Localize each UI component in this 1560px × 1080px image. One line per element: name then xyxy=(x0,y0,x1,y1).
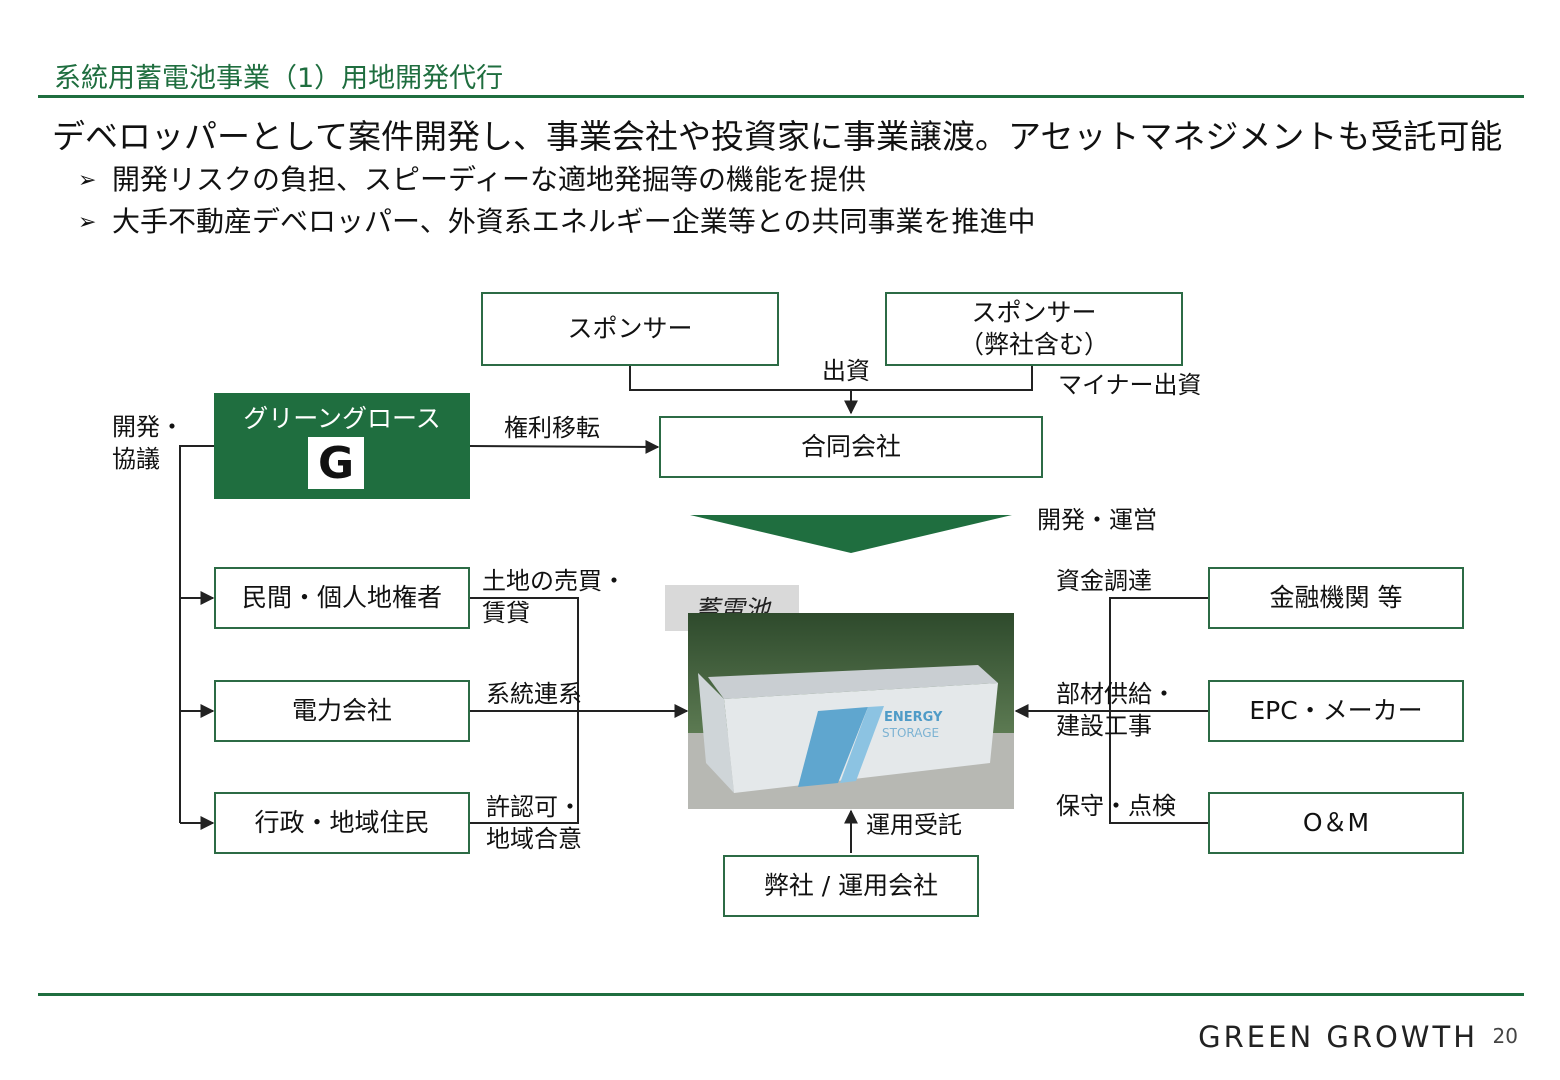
arrow-bullet-icon: ➢ xyxy=(78,210,97,235)
label-operation: 運用受託 xyxy=(866,811,962,839)
sponsor-bracket-line xyxy=(629,366,1033,391)
footer-divider xyxy=(38,993,1524,996)
label-land-1: 土地の売買・ xyxy=(482,567,626,595)
label-investment: 出資 xyxy=(822,357,870,385)
operator-box: 弊社 / 運用会社 xyxy=(723,855,979,917)
left-trunk-line xyxy=(179,445,214,823)
photo-text-energy: ENERGY xyxy=(884,710,943,725)
header-divider xyxy=(38,95,1524,98)
joint-company-box: 合同会社 xyxy=(659,416,1043,478)
sponsor-box-left: スポンサー xyxy=(481,292,779,366)
label-supply-2: 建設工事 xyxy=(1056,712,1152,740)
power-company-box: 電力会社 xyxy=(214,680,470,742)
label-dev-operation: 開発・運営 xyxy=(1037,506,1157,534)
dev-operation-triangle xyxy=(690,515,1012,553)
financial-institution-box: 金融機関 等 xyxy=(1208,567,1464,629)
label-grid-connection: 系統連系 xyxy=(486,680,582,708)
label-rights-transfer: 権利移転 xyxy=(504,414,600,442)
green-growth-label: グリーングロース xyxy=(243,404,441,433)
landowners-box: 民間・個人地権者 xyxy=(214,567,470,629)
label-dev-consult-2: 協議 xyxy=(112,445,160,473)
label-funding: 資金調達 xyxy=(1056,567,1152,595)
energy-storage-container-illustration: ENERGY STORAGE xyxy=(688,613,1014,809)
om-box: O＆M xyxy=(1208,792,1464,854)
page-title: 系統用蓄電池事業（1）用地開発代行 xyxy=(54,63,504,94)
bullet-item: ➢開発リスクの負担、スピーディーな適地発掘等の機能を提供 xyxy=(78,163,867,196)
label-dev-consult-1: 開発・ xyxy=(112,413,184,441)
label-land-2: 賃貸 xyxy=(482,599,530,627)
label-minor-investment: マイナー出資 xyxy=(1058,371,1202,399)
battery-photo: ENERGY STORAGE xyxy=(688,613,1014,809)
label-maintenance: 保守・点検 xyxy=(1056,792,1176,820)
green-growth-box: グリーングロース G xyxy=(214,393,470,499)
headline: デベロッパーとして案件開発し、事業会社や投資家に事業譲渡。アセットマネジメントも… xyxy=(52,117,1503,156)
rights-transfer-arrow xyxy=(469,439,660,454)
government-box: 行政・地域住民 xyxy=(214,792,470,854)
label-permit-2: 地域合意 xyxy=(486,825,582,853)
green-growth-logo-icon: G xyxy=(308,437,364,489)
brand-logo: GREEN GROWTH xyxy=(1198,1020,1478,1054)
sponsor-box-right: スポンサー （弊社含む） xyxy=(885,292,1183,366)
epc-maker-box: EPC・メーカー xyxy=(1208,680,1464,742)
bullet-item: ➢大手不動産デベロッパー、外資系エネルギー企業等との共同事業を推進中 xyxy=(78,205,1036,238)
page-number: 20 xyxy=(1492,1024,1518,1048)
label-permit-1: 許認可・ xyxy=(486,793,582,821)
arrow-bullet-icon: ➢ xyxy=(78,168,97,193)
label-supply-1: 部材供給・ xyxy=(1056,680,1176,708)
photo-text-storage: STORAGE xyxy=(882,726,939,740)
